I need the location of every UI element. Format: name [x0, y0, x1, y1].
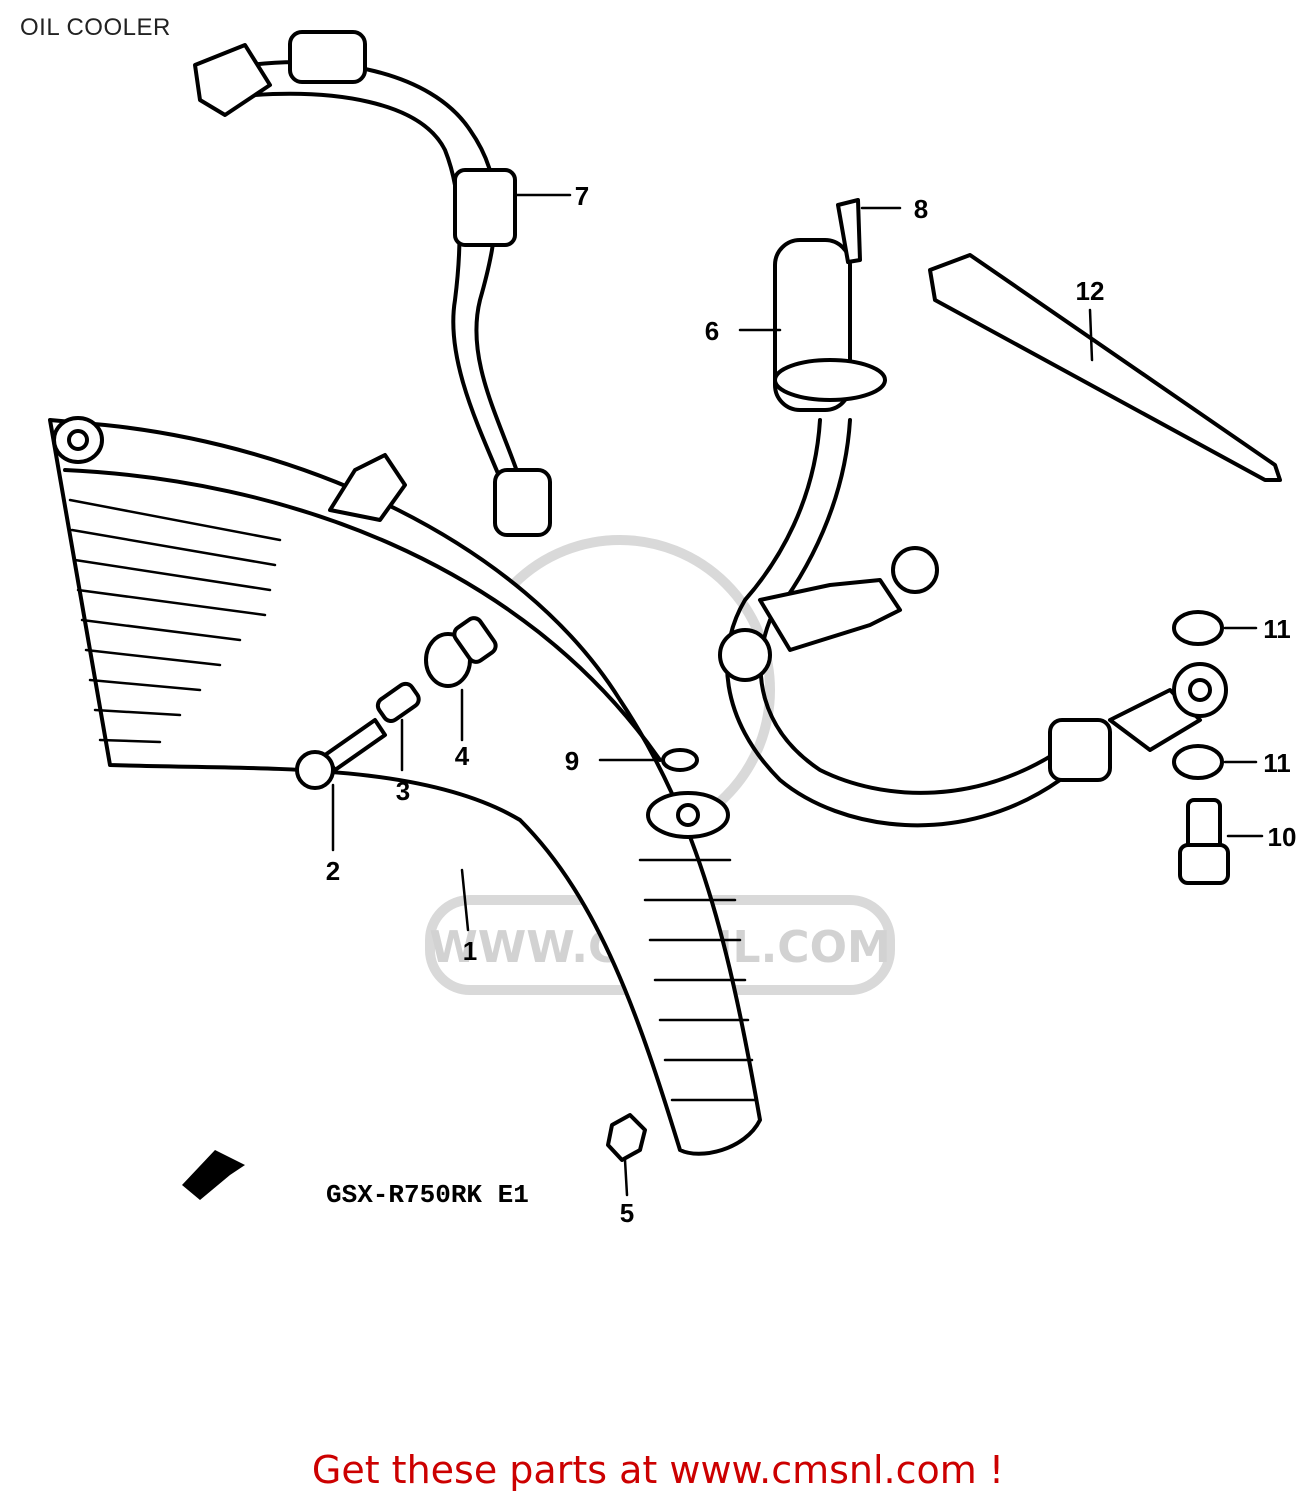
callout-11-upper: 11	[1263, 614, 1291, 644]
grommet-4	[424, 616, 498, 688]
callout-1: 1	[463, 936, 477, 966]
callout-9: 9	[565, 746, 579, 776]
oil-cooler-core	[48, 416, 762, 1156]
callout-12: 12	[1076, 276, 1105, 306]
callout-5: 5	[620, 1198, 634, 1228]
callout-7: 7	[575, 181, 589, 211]
gasket-11	[1172, 610, 1224, 780]
o-ring-9	[661, 748, 699, 772]
front-arrow-icon	[182, 1150, 245, 1200]
callout-3: 3	[396, 776, 410, 806]
model-code: GSX-R750RK E1	[326, 1180, 529, 1210]
callouts: 1 2 3 4 5 6 7 8 9 10 11 11 12	[326, 181, 1297, 1228]
page-title: OIL COOLER	[20, 14, 171, 41]
callout-6: 6	[705, 316, 719, 346]
oil-cooler-hose-lower	[718, 238, 1228, 828]
bolt-10	[1178, 798, 1230, 885]
callout-8: 8	[914, 194, 928, 224]
nut-5	[606, 1113, 647, 1162]
bolt-8	[836, 198, 862, 264]
oil-cooler-hose-upper	[193, 30, 552, 537]
tie-rod	[928, 253, 1282, 482]
bolt-2	[295, 718, 387, 790]
leader-lines	[331, 193, 1264, 1197]
callout-4: 4	[455, 741, 470, 771]
collar-3	[375, 681, 421, 723]
callout-10: 10	[1268, 822, 1297, 852]
callout-11-lower: 11	[1263, 748, 1291, 778]
callout-2: 2	[326, 856, 340, 886]
footer-link-text[interactable]: Get these parts at www.cmsnl.com !	[311, 1448, 1005, 1492]
